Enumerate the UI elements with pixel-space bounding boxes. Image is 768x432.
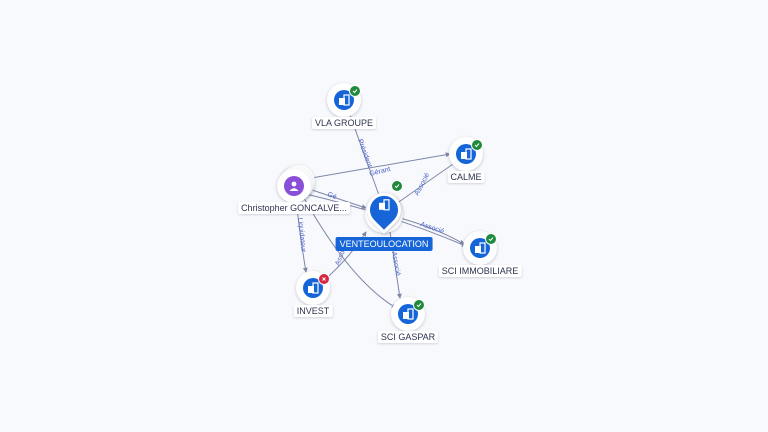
node-label-sci-gaspar: SCI GASPAR: [377, 331, 439, 343]
edge-label-associe-gaspar: Associé: [390, 251, 401, 276]
edge-person-sci-gaspar: [303, 197, 397, 309]
edge-label-liquidateur: Liquidateur: [296, 217, 307, 253]
edge-person-calme: [299, 152, 451, 181]
node-label-vla-groupe: VLA GROUPE: [311, 117, 377, 129]
edge-center-sci-immo: [399, 217, 465, 245]
edge-label-president: Président: [356, 138, 373, 168]
node-center[interactable]: [359, 180, 409, 234]
node-label-person: Christopher GONCALVE...: [238, 202, 350, 214]
person-icon: [289, 181, 299, 191]
status-active-icon: [471, 139, 483, 151]
company-icon: [339, 94, 350, 106]
node-label-calme: CALME: [447, 171, 485, 183]
edge-label-ge: Gé: [326, 191, 337, 201]
node-label-invest: INVEST: [293, 305, 333, 317]
node-label-sci-immobiliare: SCI IMMOBILIARE: [438, 265, 522, 277]
status-active-icon: [413, 299, 425, 311]
company-icon: [475, 242, 486, 254]
edge-center-calme: [395, 161, 457, 205]
status-active-icon: [349, 85, 361, 97]
company-icon: [403, 308, 414, 320]
node-invest[interactable]: [295, 270, 331, 306]
company-icon: [308, 282, 319, 294]
node-person[interactable]: [272, 165, 316, 206]
node-sci-immobiliare[interactable]: [462, 230, 498, 266]
edge-label-associe-sci-immo: Associé: [419, 221, 445, 235]
node-vla-groupe[interactable]: [326, 82, 362, 118]
company-icon: [379, 199, 390, 211]
node-calme[interactable]: [448, 136, 484, 172]
node-sci-gaspar[interactable]: [390, 296, 426, 332]
status-active-icon: [391, 180, 403, 192]
status-closed-icon: [318, 273, 330, 285]
node-label-center: VENTEOULOCATION: [335, 237, 433, 251]
status-active-icon: [485, 233, 497, 245]
edge-label-gerant: Gérant: [369, 166, 392, 178]
edge-person-center: [305, 187, 367, 210]
edge-label-associe-calme: Associé: [414, 172, 432, 197]
company-icon: [461, 148, 472, 160]
